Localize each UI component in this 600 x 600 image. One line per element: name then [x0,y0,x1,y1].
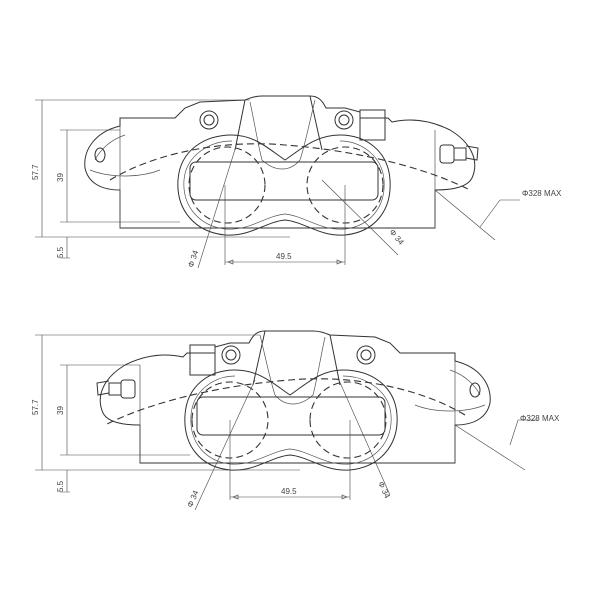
bottom-dim-overall-height: 57.7 [31,399,40,415]
top-dim-piston-spacing: 49.5 [276,252,292,261]
bottom-dim-piston-spacing: 49.5 [281,487,297,496]
top-dim-offset: 5.5 [56,246,65,258]
bottom-caliper-view [35,330,538,511]
top-dim-piston-dia-left: Φ 34 [186,249,200,269]
bottom-dim-disc-max: Φ328 MAX [520,414,560,423]
top-dim-mount-height: 39 [56,173,65,182]
bottom-dim-piston-dia-right: Φ 34 [376,480,392,500]
bottom-dim-piston-dia-left: Φ 34 [186,489,201,509]
top-dim-piston-dia-right: Φ 34 [387,228,405,248]
top-caliper-view [35,95,520,269]
bottom-dim-mount-height: 39 [56,406,65,415]
top-dim-overall-height: 57.7 [31,164,40,180]
top-dim-disc-max: Φ328 MAX [522,189,562,198]
bottom-dim-offset: 5.5 [56,480,65,492]
